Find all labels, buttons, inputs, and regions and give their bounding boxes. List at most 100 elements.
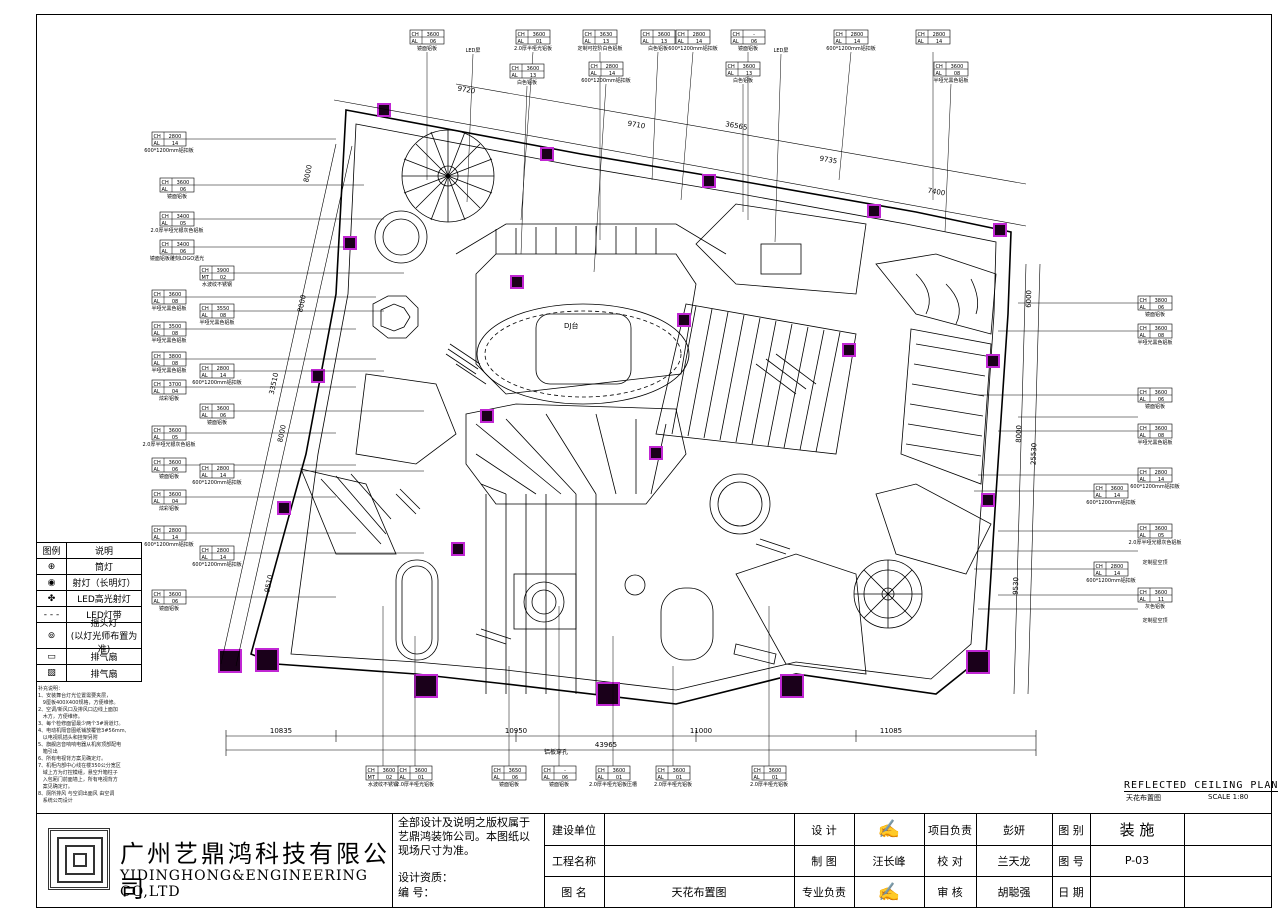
dimension-left-label: 8000 [302,164,314,183]
category-value: 装 施 [1119,821,1155,839]
callout-al-value: 14 [1114,493,1120,499]
callout-ch-value: 3800 [169,354,182,360]
callout-ch-key: CH [400,768,407,774]
callout-al-key: AL [162,221,168,227]
callout-ch-key: CH [154,292,161,298]
plan-scale: SCALE 1:80 [1208,793,1249,801]
callout-note: 镜面铝板 [417,45,437,52]
callout-ch-value: 3550 [217,306,230,312]
pm-name: 彭妍 [1003,823,1025,837]
company-logo-area: 广州艺鼎鸿科技有限公司 YIDINGHONG&ENGINEERING CO,LT… [36,814,393,908]
company-name-en: YIDINGHONG&ENGINEERING CO,LTD [120,868,368,900]
callout-al-key: AL [1096,571,1102,577]
callout-al-value: 06 [430,39,436,45]
dimension-bottom-label: 10835 [270,727,292,735]
callout-ch-key: CH [1140,590,1147,596]
note-line: 域上方为灯控模组，悬空升箱柱子 [38,770,118,776]
callout-al-key: AL [202,373,208,379]
callout-note: 半哑光黑色铝板 [933,77,968,84]
dimension-right-label: 8000 [1015,425,1024,443]
callout-note: 2.0厚半哑光铝板 [514,45,552,52]
callout-ch-value: 2800 [217,548,230,554]
column-marker [842,343,856,357]
callout-ch-key: CH [1140,390,1147,396]
callout-note: 2.0厚半哑光银灰色铝板 [151,227,204,234]
callout-note: 镜面铝板雕刻LOGO透光 [150,255,204,262]
legend-header: 图例 说明 [37,543,141,559]
callout-al-value: 02 [220,275,226,281]
callout-ch-value: 3600 [1155,390,1168,396]
callout-ch-value: 2800 [851,32,864,38]
callout-al-value: 04 [172,499,178,505]
column-marker [480,409,494,423]
callout-ch-key: CH [154,460,161,466]
callout-note: 2.0厚半哑光银灰色铝板 [1129,539,1182,546]
callout-al-value: 14 [220,555,226,561]
dimension-bottom-label: 10950 [505,727,527,735]
callout-al-key: AL [154,299,160,305]
bottom-extra-label: 铝板穿孔 [544,748,568,756]
material-callout: 定制星空顶 [978,608,1168,624]
callout-ch-key: CH [202,548,209,554]
callout-ch-key: CH [754,768,761,774]
callout-ch-value: 3600 [383,768,396,774]
callout-al-value: 08 [1158,333,1164,339]
material-callout: LED屏 [774,48,788,243]
callout-ch-value: 3700 [169,382,182,388]
callout-ch-key: CH [154,382,161,388]
downlight-icon: ⊕ [47,561,56,572]
octagon-ceiling [372,295,419,339]
dimension-left-label: 8000 [296,294,308,313]
note-line: 6、所有电视背方案见确定灯。 [38,756,107,762]
dimension-right-label: 25530 [1030,443,1039,466]
callout-al-value: 08 [172,331,178,337]
dimension-right-label: 9530 [1012,577,1021,595]
callout-note: 2.0厚半哑光铝板 [654,781,692,788]
callout-al-value: 01 [676,775,682,781]
callout-ch-value: 3600 [415,768,428,774]
callout-al-value: 14 [220,473,226,479]
callout-al-key: AL [154,435,160,441]
callout-ch-key: CH [1140,470,1147,476]
callout-ch-value: 3600 [217,406,230,412]
dimension-left-label: 8000 [276,424,288,443]
moving-head-icon: ⊚ [47,630,56,641]
callout-ch-key: CH [936,64,943,70]
note-line: 1、安装舞台灯光位置需要夹层， [38,693,112,699]
spotlight-icon: ◉ [47,577,56,588]
callout-al-key: AL [494,775,500,781]
callout-ch-value: 3600 [427,32,440,38]
callout-al-value: 06 [512,775,518,781]
callout-ch-value: 3600 [169,428,182,434]
callout-ch-key: CH [154,592,161,598]
legend-label: 排气扇 [90,653,118,663]
callout-ch-value: 2800 [169,134,182,140]
callout-ch-value: 3600 [169,460,182,466]
callout-al-key: AL [678,39,684,45]
callout-al-key: AL [754,775,760,781]
callout-note: 600*1200mm铝扣板 [192,479,242,486]
callout-al-value: 02 [386,775,392,781]
led-spotlight-icon: ✤ [47,593,56,604]
note-line: 3、每个检修面留最少两个3#滑道灯。 [38,721,124,727]
legend-label: 排气扇 [90,669,118,680]
legend-header-icon: 图例 [37,543,67,558]
callout-ch-value: 3600 [177,180,190,186]
callout-al-value: 13 [530,73,536,79]
callout-al-value: 06 [1158,397,1164,403]
callout-ch-key: CH [154,492,161,498]
callout-note: 600*1200mm铝扣板 [1130,483,1180,490]
